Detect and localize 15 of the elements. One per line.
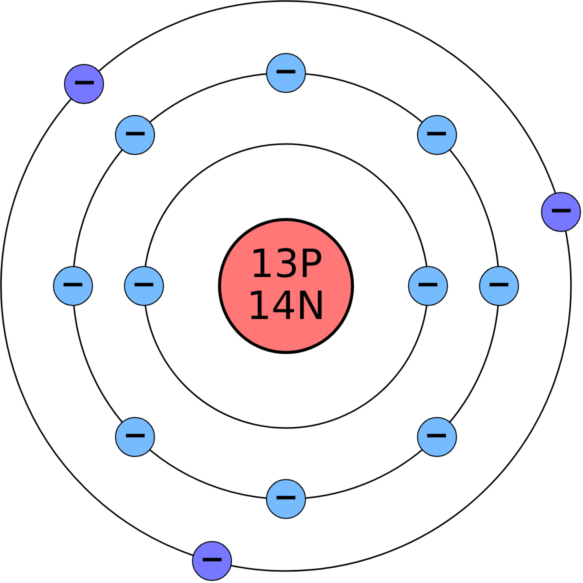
electron: − [408, 266, 448, 306]
electron: − [124, 266, 164, 306]
electron: − [416, 416, 457, 457]
neutron-count: 14N [246, 286, 326, 328]
proton-count: 13P [249, 244, 323, 286]
electron: − [64, 64, 104, 104]
electron: − [115, 416, 156, 457]
electron: − [479, 266, 519, 306]
electron: − [266, 53, 306, 93]
electron: − [115, 115, 156, 156]
electron: − [192, 541, 232, 582]
electron: − [541, 192, 582, 232]
electron: − [266, 479, 306, 519]
electron: − [416, 115, 457, 156]
electron: − [53, 266, 93, 306]
